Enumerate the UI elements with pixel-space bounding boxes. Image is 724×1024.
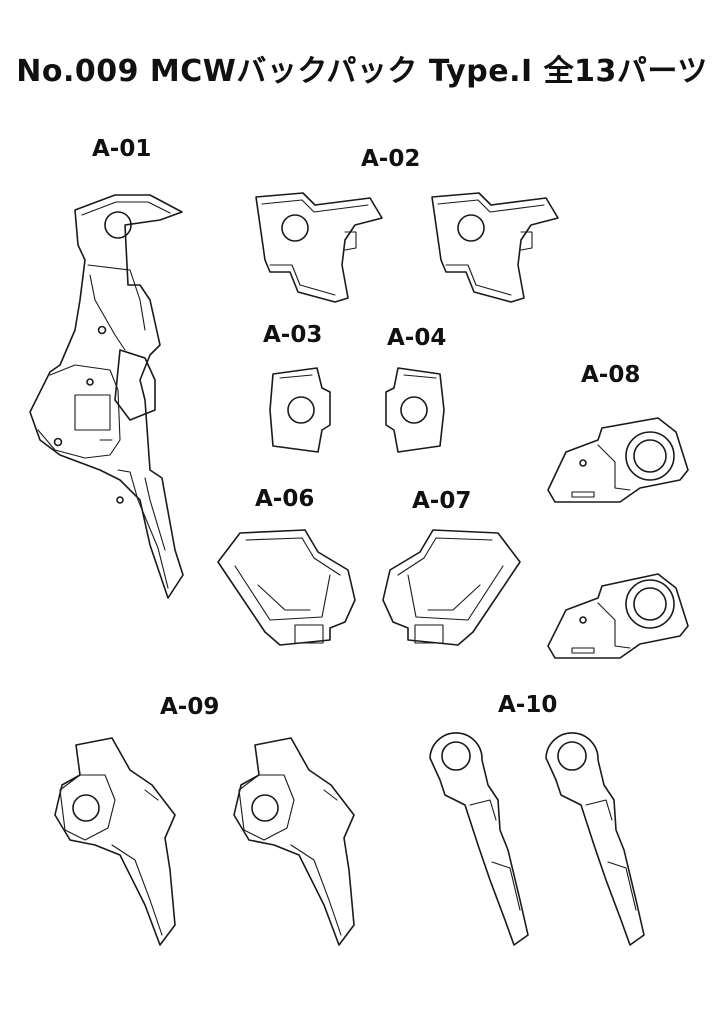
part-a10-right xyxy=(545,732,645,946)
part-a02-right xyxy=(431,192,559,303)
a08b-pin xyxy=(579,616,587,624)
part-a02-left xyxy=(255,192,383,303)
part-a08-top xyxy=(547,417,689,503)
a03-hole xyxy=(287,396,315,424)
a08b-hole xyxy=(633,587,667,621)
a01-pin xyxy=(97,325,107,335)
a06-inner-top xyxy=(245,537,341,576)
a02r-inner-top xyxy=(437,199,545,213)
a02l-notch xyxy=(344,231,357,251)
a09l-blade-line xyxy=(111,844,163,936)
part-label-a01: A-01 xyxy=(92,136,152,162)
a10r-hole xyxy=(557,741,587,771)
a03-edge xyxy=(279,374,313,379)
a01-inner-line xyxy=(87,264,146,331)
a10l-blade-line xyxy=(491,861,521,911)
a01-inner-line-2 xyxy=(89,274,126,351)
part-a04 xyxy=(385,367,445,453)
a08t-hole xyxy=(633,439,667,473)
a01-pin-4 xyxy=(116,496,124,504)
part-label-a06: A-06 xyxy=(255,486,315,512)
a09l-hole xyxy=(72,794,100,822)
a09l-slot xyxy=(144,789,159,801)
a07-outline xyxy=(382,529,521,646)
a09r-outline xyxy=(233,737,355,946)
a01-hole xyxy=(104,211,132,239)
a09r-blade-line xyxy=(290,844,342,936)
a01-outline xyxy=(29,194,184,599)
a04-edge xyxy=(403,374,437,379)
part-a06 xyxy=(217,529,356,646)
a08t-detail xyxy=(597,444,631,491)
a08t-outline xyxy=(547,417,689,503)
a01-hex xyxy=(114,349,156,421)
a01-pin-3 xyxy=(53,437,63,447)
a10l-outline xyxy=(429,732,529,946)
a10l-hole xyxy=(441,741,471,771)
a02l-inner-top xyxy=(261,199,369,213)
a08b-outline xyxy=(547,573,689,659)
part-label-a08: A-08 xyxy=(581,362,641,388)
a08t-ring xyxy=(625,431,675,481)
a01-top-edge xyxy=(81,201,171,216)
a04-outline xyxy=(385,367,445,453)
a01-blade-line-2 xyxy=(144,477,166,551)
a10r-blade-line xyxy=(607,861,637,911)
a10l-detail xyxy=(469,799,497,821)
a07-inner-line xyxy=(427,584,481,611)
a02r-notch xyxy=(520,231,533,251)
part-a03 xyxy=(269,367,331,453)
a09r-slot xyxy=(323,789,338,801)
a07-tab xyxy=(414,624,444,644)
a02r-outline xyxy=(431,192,559,303)
a02l-outline xyxy=(255,192,383,303)
part-a01 xyxy=(29,194,184,599)
a07-inner-frame xyxy=(407,565,504,621)
part-a09-left xyxy=(54,737,176,946)
a06-inner-frame xyxy=(234,565,331,621)
a01-pin-2 xyxy=(86,378,94,386)
a08t-pin xyxy=(579,459,587,467)
a03-outline xyxy=(269,367,331,453)
part-a10-left xyxy=(429,732,529,946)
part-a09-right xyxy=(233,737,355,946)
a06-tab xyxy=(294,624,324,644)
a09r-hole xyxy=(251,794,279,822)
a02r-hole xyxy=(457,214,485,242)
a02r-inner-bottom xyxy=(445,264,512,296)
a08b-slot xyxy=(571,647,595,654)
part-label-a02: A-02 xyxy=(361,146,421,172)
a08t-slot xyxy=(571,491,595,498)
a01-mid-rect xyxy=(74,394,111,431)
a06-inner-line xyxy=(257,584,311,611)
a10r-outline xyxy=(545,732,645,946)
page-title: No.009 MCWバックパック Type.Ⅰ 全13パーツ xyxy=(16,54,708,89)
a09r-hex xyxy=(238,774,295,841)
a04-hole xyxy=(400,396,428,424)
part-label-a09: A-09 xyxy=(160,694,220,720)
a02l-hole xyxy=(281,214,309,242)
a10r-detail xyxy=(585,799,613,821)
a09l-outline xyxy=(54,737,176,946)
a06-outline xyxy=(217,529,356,646)
part-label-a03: A-03 xyxy=(263,322,323,348)
a02l-inner-bottom xyxy=(269,264,336,296)
a08b-detail xyxy=(597,602,631,649)
a01-mid-block xyxy=(37,364,121,459)
a01-blade-line xyxy=(117,469,169,589)
a09l-hex xyxy=(59,774,116,841)
part-a07 xyxy=(382,529,521,646)
part-label-a10: A-10 xyxy=(498,692,558,718)
a07-inner-top xyxy=(397,537,493,576)
part-label-a07: A-07 xyxy=(412,488,472,514)
a08b-ring xyxy=(625,579,675,629)
part-a08-bottom xyxy=(547,573,689,659)
part-label-a04: A-04 xyxy=(387,325,447,351)
